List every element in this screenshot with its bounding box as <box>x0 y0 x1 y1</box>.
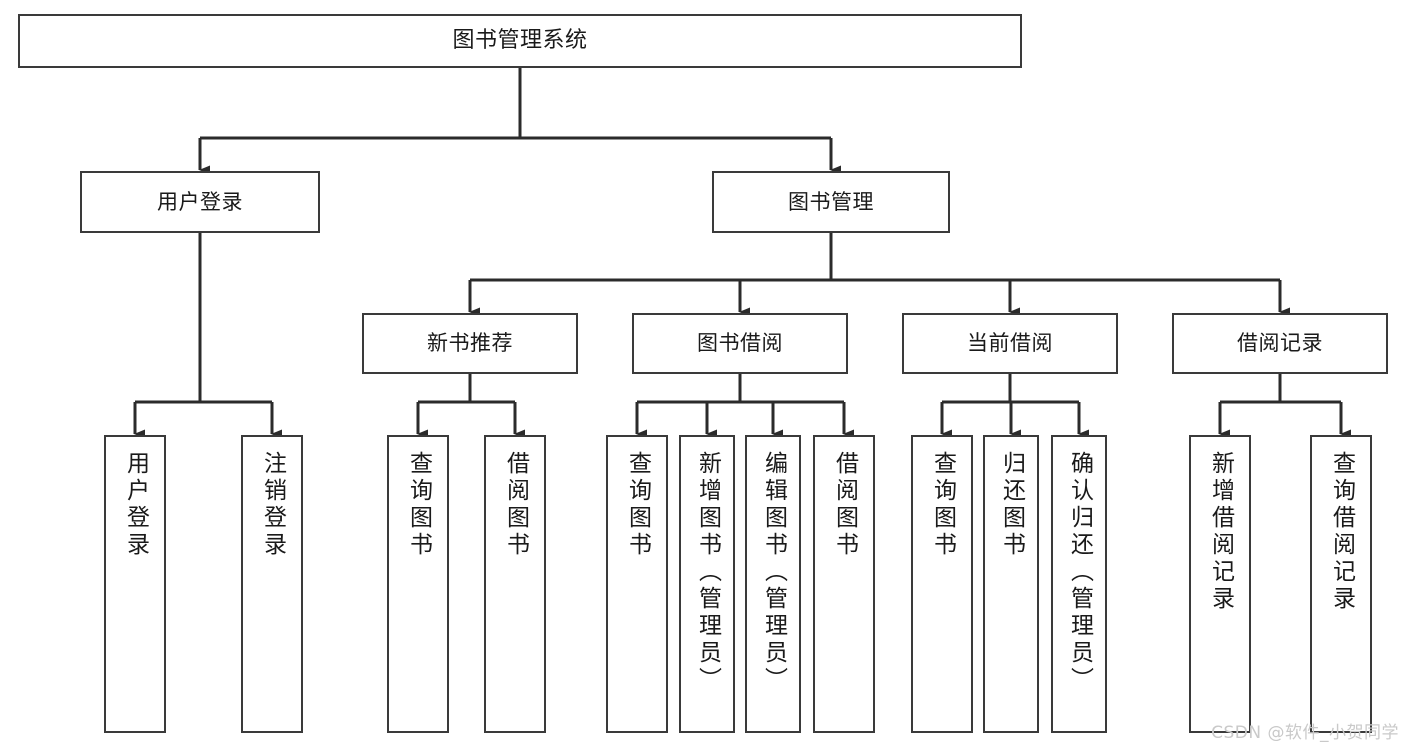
node-leaf-borrow-book-1-label: 借阅图书 <box>502 451 529 559</box>
node-leaf-query-book-2[interactable]: 查询图书 <box>606 435 668 733</box>
node-leaf-user-logout[interactable]: 注销登录 <box>241 435 303 733</box>
node-current-borrow-label: 当前借阅 <box>967 331 1053 356</box>
node-book-borrow[interactable]: 图书借阅 <box>632 313 848 374</box>
node-leaf-add-record[interactable]: 新增借阅记录 <box>1189 435 1251 733</box>
node-leaf-return-book-label: 归还图书 <box>998 451 1025 559</box>
edge-group <box>133 68 1351 439</box>
node-leaf-query-book-1[interactable]: 查询图书 <box>387 435 449 733</box>
node-root-label: 图书管理系统 <box>452 28 588 54</box>
node-leaf-query-book-3[interactable]: 查询图书 <box>911 435 973 733</box>
node-new-book-recommend[interactable]: 新书推荐 <box>362 313 578 374</box>
node-leaf-borrow-book-2-label: 借阅图书 <box>831 451 858 559</box>
node-current-borrow[interactable]: 当前借阅 <box>902 313 1118 374</box>
node-new-book-recommend-label: 新书推荐 <box>427 331 513 356</box>
node-leaf-query-book-3-label: 查询图书 <box>929 451 956 559</box>
node-leaf-add-book-label: 新增图书（管理员） <box>694 451 721 694</box>
node-root[interactable]: 图书管理系统 <box>18 14 1022 68</box>
node-book-manage[interactable]: 图书管理 <box>712 171 950 233</box>
node-leaf-query-record-label: 查询借阅记录 <box>1328 451 1355 613</box>
node-leaf-confirm-return[interactable]: 确认归还（管理员） <box>1051 435 1107 733</box>
node-leaf-user-login-label: 用户登录 <box>122 451 149 559</box>
node-book-borrow-label: 图书借阅 <box>697 331 783 356</box>
node-user-login[interactable]: 用户登录 <box>80 171 320 233</box>
node-borrow-record[interactable]: 借阅记录 <box>1172 313 1388 374</box>
node-leaf-return-book[interactable]: 归还图书 <box>983 435 1039 733</box>
node-leaf-user-logout-label: 注销登录 <box>259 451 286 559</box>
node-leaf-query-record[interactable]: 查询借阅记录 <box>1310 435 1372 733</box>
node-user-login-label: 用户登录 <box>157 189 243 214</box>
node-book-manage-label: 图书管理 <box>788 189 874 214</box>
node-leaf-confirm-return-label: 确认归还（管理员） <box>1066 451 1093 694</box>
node-borrow-record-label: 借阅记录 <box>1237 331 1323 356</box>
node-leaf-query-book-2-label: 查询图书 <box>624 451 651 559</box>
node-leaf-borrow-book-2[interactable]: 借阅图书 <box>813 435 875 733</box>
node-leaf-borrow-book-1[interactable]: 借阅图书 <box>484 435 546 733</box>
node-leaf-edit-book-label: 编辑图书（管理员） <box>760 451 787 694</box>
node-leaf-query-book-1-label: 查询图书 <box>405 451 432 559</box>
node-leaf-add-book[interactable]: 新增图书（管理员） <box>679 435 735 733</box>
node-leaf-user-login[interactable]: 用户登录 <box>104 435 166 733</box>
node-leaf-add-record-label: 新增借阅记录 <box>1207 451 1234 613</box>
node-leaf-edit-book[interactable]: 编辑图书（管理员） <box>745 435 801 733</box>
